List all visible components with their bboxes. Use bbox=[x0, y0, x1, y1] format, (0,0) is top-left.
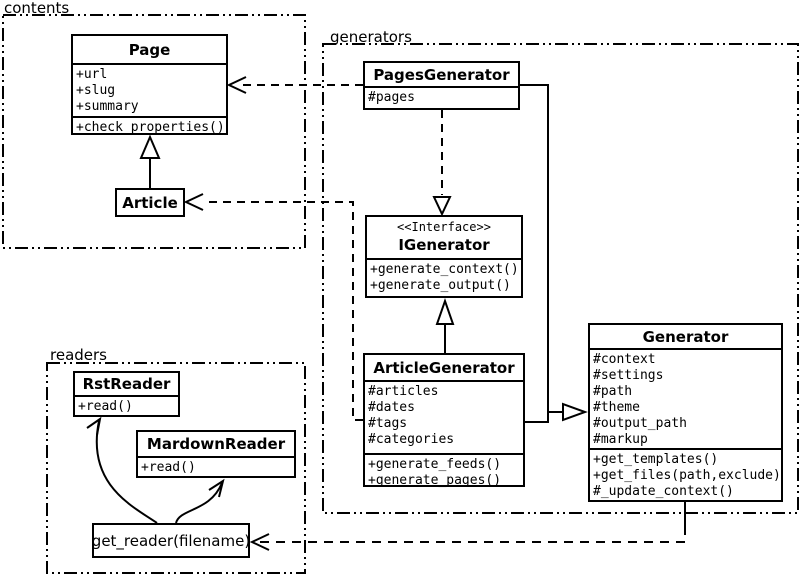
class-page: Page +url +slug +summary +check_properti… bbox=[71, 34, 228, 135]
attribute-row: #articles bbox=[368, 384, 439, 399]
class-pagesgenerator: PagesGenerator #pages bbox=[363, 61, 520, 110]
attribute-row: +summary bbox=[76, 99, 139, 114]
attribute-row: #output_path bbox=[593, 416, 687, 431]
class-title: Page bbox=[128, 40, 171, 59]
methods-compartment: +read() bbox=[75, 395, 178, 416]
class-title: ArticleGenerator bbox=[373, 358, 515, 377]
attribute-row: #markup bbox=[593, 432, 648, 447]
method-row: +generate_output() bbox=[370, 278, 511, 293]
method-row: +generate_pages() bbox=[368, 473, 502, 488]
class-header: <<Interface>> IGenerator bbox=[367, 217, 521, 258]
method-row: +read() bbox=[141, 460, 196, 475]
class-generator: Generator #context #settings #path #them… bbox=[588, 323, 783, 502]
attribute-row: #tags bbox=[368, 416, 408, 431]
attributes-compartment: +url +slug +summary bbox=[73, 63, 226, 116]
class-title: Article bbox=[122, 193, 178, 212]
inheritance-arrow-article-page bbox=[139, 134, 161, 188]
package-label-contents: contents bbox=[4, 0, 70, 17]
dependency-arrow-generator-getreader bbox=[249, 502, 686, 551]
attribute-row: #dates bbox=[368, 400, 415, 415]
class-title: RstReader bbox=[82, 375, 171, 393]
attribute-row: #context bbox=[593, 352, 656, 367]
package-label-readers: readers bbox=[50, 346, 107, 364]
package-border-contents bbox=[2, 14, 306, 249]
attribute-row: #path bbox=[593, 384, 633, 399]
attribute-row: +url bbox=[76, 67, 108, 82]
class-article: Article bbox=[115, 188, 185, 217]
package-border-generators bbox=[322, 43, 799, 514]
method-row: #_update_context() bbox=[593, 484, 734, 499]
stereotype-label: <<Interface>> bbox=[397, 220, 491, 234]
methods-compartment: +read() bbox=[138, 456, 294, 477]
attribute-row: #theme bbox=[593, 400, 640, 415]
attribute-row: #pages bbox=[368, 90, 415, 105]
methods-compartment: +generate_feeds() +generate_pages() bbox=[365, 453, 523, 490]
method-row: +get_templates() bbox=[593, 452, 719, 467]
inheritance-arrow-articlegenerator-igenerator bbox=[435, 297, 455, 353]
dependency-arrow-pagesgenerator-page bbox=[226, 76, 363, 94]
methods-compartment: +generate_context() +generate_output() bbox=[367, 258, 521, 295]
attribute-row: #settings bbox=[593, 368, 664, 383]
function-box-get-reader: get_reader(filename) bbox=[92, 523, 250, 558]
method-row: +get_files(path,exclude) bbox=[593, 468, 781, 483]
methods-compartment: +get_templates() +get_files(path,exclude… bbox=[590, 448, 781, 501]
class-title: Generator bbox=[642, 327, 729, 346]
method-row: +check_properties() bbox=[76, 120, 225, 135]
curved-arrow-getreader-mardownreader bbox=[175, 478, 225, 524]
class-igenerator: <<Interface>> IGenerator +generate_conte… bbox=[365, 215, 523, 298]
method-row: +read() bbox=[78, 399, 133, 414]
method-row: +generate_context() bbox=[370, 262, 519, 277]
attribute-row: #categories bbox=[368, 432, 455, 447]
package-label-generators: generators bbox=[330, 28, 412, 46]
class-articlegenerator: ArticleGenerator #articles #dates #tags … bbox=[363, 353, 525, 490]
method-row: +generate_feeds() bbox=[368, 457, 502, 472]
class-title: IGenerator bbox=[398, 236, 490, 254]
methods-compartment: +check_properties() bbox=[73, 116, 226, 137]
attributes-compartment: #pages bbox=[365, 86, 518, 107]
attribute-row: +slug bbox=[76, 83, 116, 98]
dependency-arrow-articlegenerator-article bbox=[183, 193, 363, 421]
class-title: MardownReader bbox=[146, 435, 286, 453]
package-border-readers bbox=[46, 362, 306, 574]
inheritance-arrow-generators-generator bbox=[520, 84, 588, 423]
class-rstreader: RstReader +read() bbox=[73, 371, 180, 417]
class-title: PagesGenerator bbox=[373, 65, 510, 84]
realization-arrow-pagesgenerator-igenerator bbox=[432, 110, 452, 217]
curved-arrow-getreader-rstreader bbox=[86, 416, 158, 524]
attributes-compartment: #context #settings #path #theme #output_… bbox=[590, 348, 781, 448]
class-mardownreader: MardownReader +read() bbox=[136, 430, 296, 478]
attributes-compartment: #articles #dates #tags #categories bbox=[365, 380, 523, 453]
